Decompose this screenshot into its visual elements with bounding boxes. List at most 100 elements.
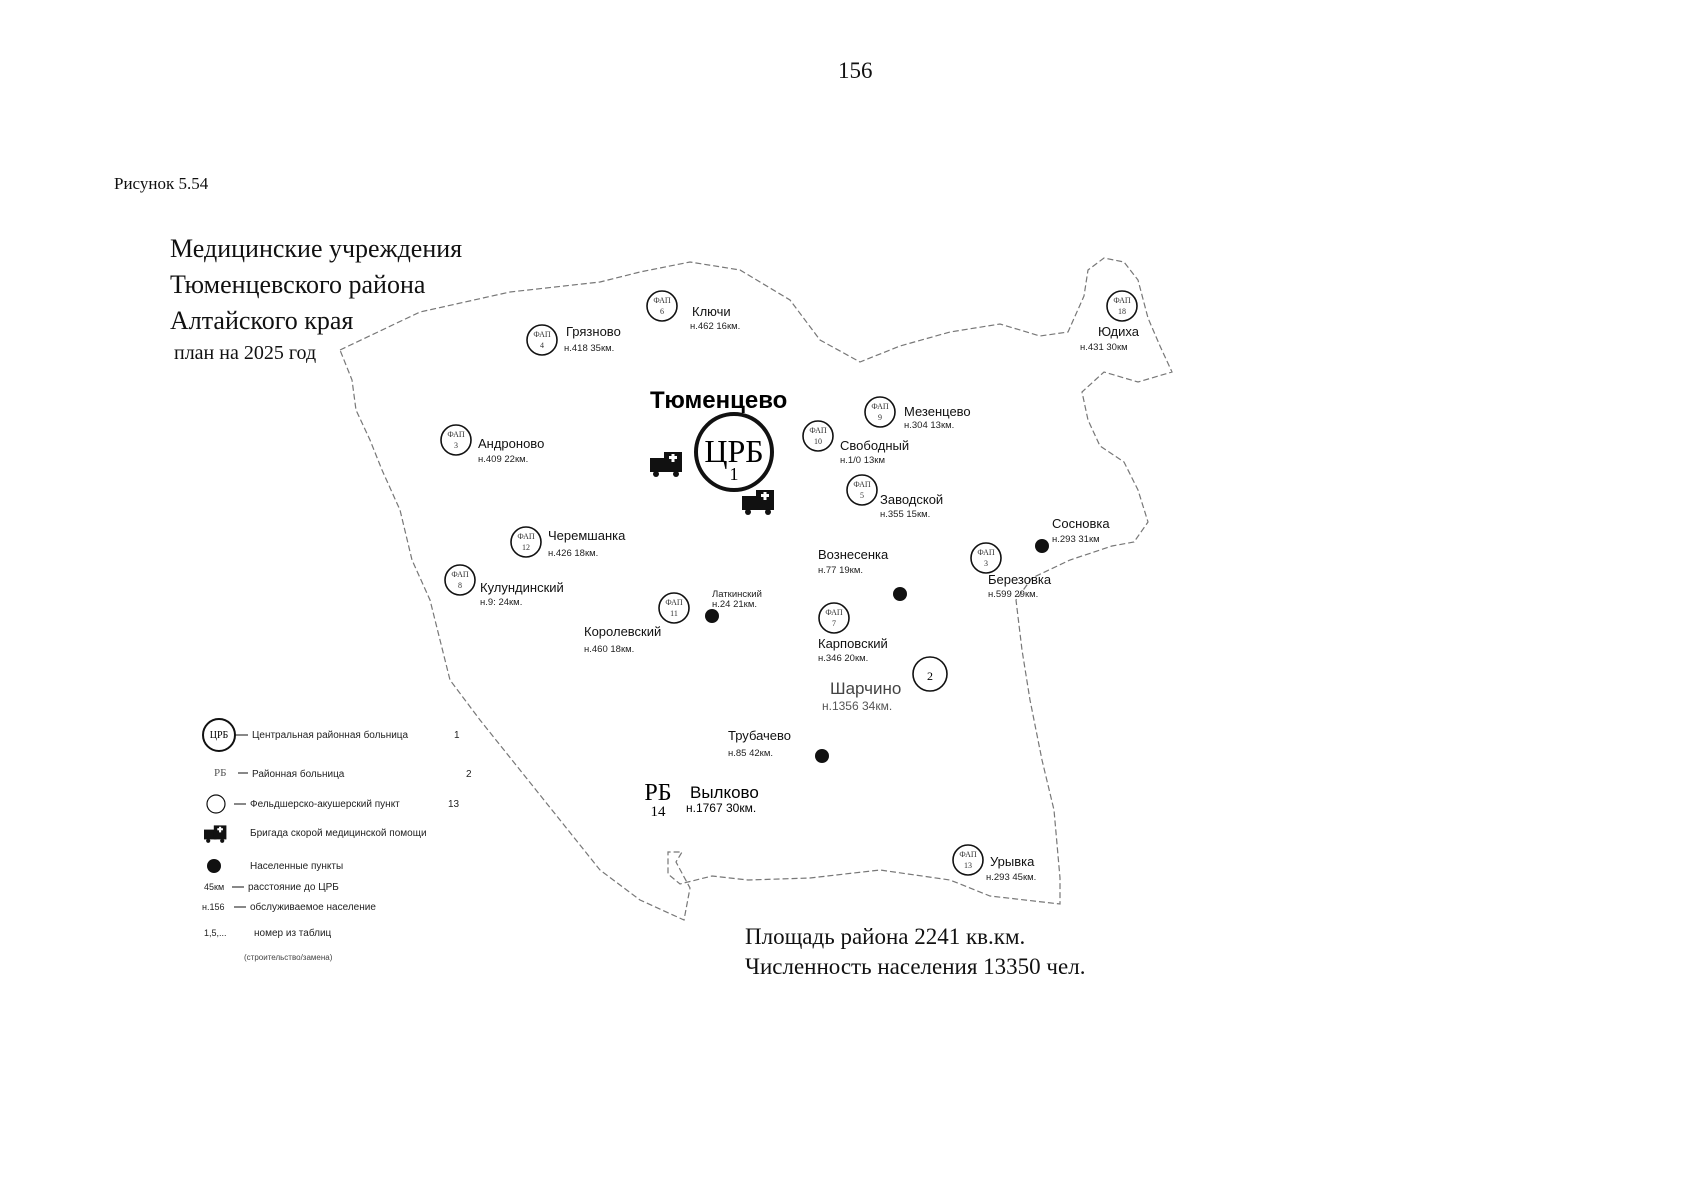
fap-number: 3 xyxy=(454,441,458,450)
fap-circle-icon xyxy=(526,324,558,356)
map-title-line-3: Алтайского края xyxy=(170,306,354,335)
legend-dot-icon xyxy=(207,859,221,873)
fap-code: ФАП xyxy=(853,480,871,489)
settlement-cheremshanka: ФАП 12 Черемшанка н.426 18км. xyxy=(510,526,626,559)
legend-count: 2 xyxy=(466,769,472,780)
settlement-name: Ключи xyxy=(692,304,731,319)
settlement-info: н.462 16км. xyxy=(690,321,740,332)
settlement-karpovsky: ФАП 7 Карповский н.346 20км. xyxy=(818,602,888,664)
point-name: Латкинский xyxy=(712,589,762,600)
fap-code: ФАП xyxy=(825,608,843,617)
settlement-info: н.409 22км. xyxy=(478,454,528,465)
legend-item-dot: Населенные пункты xyxy=(207,859,343,873)
fap-code: ФАП xyxy=(447,430,465,439)
settlement-name: Свободный xyxy=(840,438,909,453)
hospital-sharchino: 2 Шарчино н.1356 34км. xyxy=(822,656,948,713)
page-number: 156 xyxy=(838,58,873,83)
legend-symbol: 1,5,... xyxy=(204,928,227,938)
fap-code: ФАП xyxy=(871,402,889,411)
fap-circle-icon xyxy=(818,602,850,634)
legend-text: Населенные пункты xyxy=(250,861,343,872)
settlement-dot-icon xyxy=(1035,539,1049,553)
fap-circle-icon xyxy=(864,396,896,428)
settlement-name: Юдиха xyxy=(1098,324,1140,339)
district-population: Численность населения 13350 чел. xyxy=(745,954,1086,979)
fap-code: ФАП xyxy=(809,426,827,435)
fap-circle-icon xyxy=(658,592,690,624)
fap-circle-icon xyxy=(952,844,984,876)
legend-text: расстояние до ЦРБ xyxy=(248,882,339,893)
fap-number: 12 xyxy=(522,543,530,552)
legend-text: (строительство/замена) xyxy=(244,953,333,962)
legend-fap-icon xyxy=(206,794,226,814)
fap-number: 4 xyxy=(540,341,544,350)
point-sosnovka: Сосновка н.293 31км xyxy=(1035,516,1110,553)
settlement-name: Королевский xyxy=(584,624,661,639)
fap-number: 11 xyxy=(670,609,678,618)
hospital-name: Шарчино xyxy=(830,679,901,698)
fap-circle-icon xyxy=(646,290,678,322)
district-area: Площадь района 2241 кв.км. xyxy=(745,924,1026,949)
fap-code: ФАП xyxy=(1113,296,1131,305)
fap-number: 13 xyxy=(964,861,972,870)
hospital-number: 14 xyxy=(651,804,667,820)
legend-item-crb: ЦРБ Центральная районная больница 1 xyxy=(202,718,460,752)
fap-number: 8 xyxy=(458,581,462,590)
settlement-dot-icon xyxy=(893,587,907,601)
settlement-info: н.346 20км. xyxy=(818,653,868,664)
settlement-name: Урывка xyxy=(990,854,1035,869)
settlement-dot-icon xyxy=(705,609,719,623)
fap-number: 7 xyxy=(832,619,836,628)
settlement-info: н.304 13км. xyxy=(904,420,954,431)
fap-circle-icon xyxy=(802,420,834,452)
ambulance-icon xyxy=(650,452,682,477)
center-name: Тюменцево xyxy=(650,387,787,414)
map-title-plan: план на 2025 год xyxy=(174,342,317,364)
settlement-name: Карповский xyxy=(818,636,888,651)
fap-circle-icon xyxy=(1106,290,1138,322)
legend-symbol: н.156 xyxy=(202,902,225,912)
point-info: н.293 31км xyxy=(1052,534,1100,545)
legend-text: обслуживаемое население xyxy=(250,901,376,913)
legend-symbol: ЦРБ xyxy=(210,730,229,741)
legend-text: номер из таблиц xyxy=(254,927,332,939)
point-info: н.85 42км. xyxy=(728,748,773,759)
legend-text: Центральная районная больница xyxy=(252,729,409,741)
legend-item-ambulance: Бригада скорой медицинской помощи xyxy=(204,825,427,843)
settlement-name: Черемшанка xyxy=(548,528,626,543)
point-info: н.77 19км. xyxy=(818,565,863,576)
crb-circle-icon xyxy=(694,412,774,492)
fap-circle-icon xyxy=(510,526,542,558)
legend-text: Бригада скорой медицинской помощи xyxy=(250,828,427,839)
settlement-gryaznovo: ФАП 4 Грязново н.418 35км. xyxy=(526,324,621,356)
settlement-uryvka: ФАП 13 Урывка н.293 45км. xyxy=(952,844,1036,883)
legend-symbol: РБ xyxy=(214,767,226,779)
map-title-line-1: Медицинские учреждения xyxy=(170,234,463,263)
fap-number: 10 xyxy=(814,437,822,446)
point-latkinsky: Латкинский н.24 21км. xyxy=(705,589,762,623)
fap-number: 6 xyxy=(660,307,664,316)
settlement-name: Заводской xyxy=(880,492,943,507)
settlement-info: н.599 29км. xyxy=(988,589,1038,600)
fap-code: ФАП xyxy=(451,570,469,579)
legend-item-rb: РБ Районная больница 2 xyxy=(214,767,472,780)
point-trubachevo: Трубачево н.85 42км. xyxy=(728,728,829,763)
settlement-kulundinsky: ФАП 8 Кулундинский н.9: 24км. xyxy=(444,564,564,608)
fap-code: ФАП xyxy=(665,598,683,607)
fap-code: ФАП xyxy=(653,296,671,305)
hospital-circle-icon xyxy=(912,656,948,692)
settlement-svobodny: ФАП 10 Свободный н.1/0 13км xyxy=(802,420,909,466)
settlement-info: н.418 35км. xyxy=(564,343,614,354)
settlement-info: н.1/0 13км xyxy=(840,455,885,466)
crb-badge: ЦРБ xyxy=(704,433,763,469)
settlement-info: н.426 18км. xyxy=(548,548,598,559)
hospital-vylkovo: РБ 14 Вылково н.1767 30км. xyxy=(644,780,758,820)
figure-label: Рисунок 5.54 xyxy=(114,174,209,193)
hospital-info: н.1767 30км. xyxy=(686,801,756,815)
fap-circle-icon xyxy=(846,474,878,506)
fap-circle-icon xyxy=(444,564,476,596)
settlement-info: н.355 15км. xyxy=(880,509,930,520)
legend-item-construction: (строительство/замена) xyxy=(244,953,333,962)
settlement-info: н.460 18км. xyxy=(584,644,634,655)
